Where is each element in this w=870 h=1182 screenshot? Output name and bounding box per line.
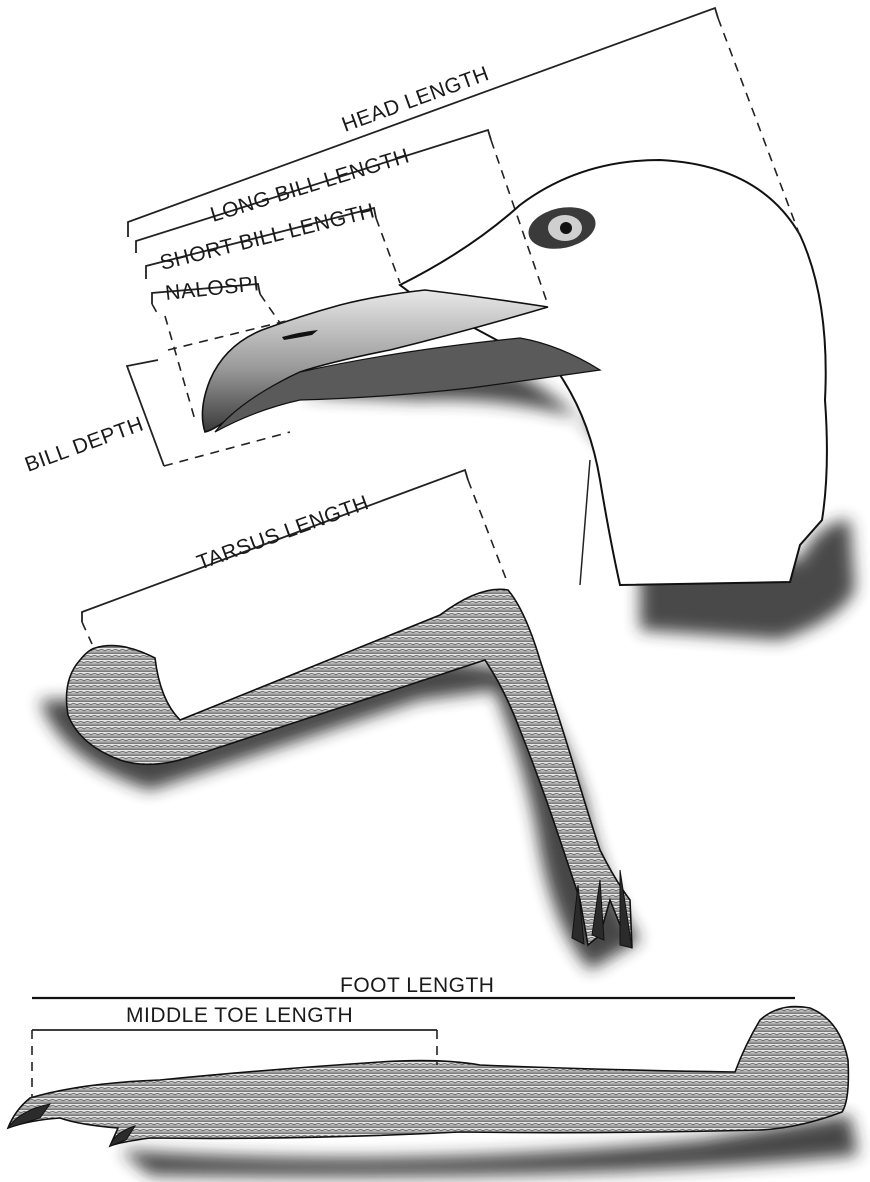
foot-side-view-illustration	[8, 1007, 858, 1177]
head-length-label: HEAD LENGTH	[339, 62, 492, 137]
middle-toe-length-label: MIDDLE TOE LENGTH	[126, 1004, 353, 1027]
tarsus-leg-illustration	[40, 589, 640, 970]
bill-depth-label: BILL DEPTH	[22, 413, 147, 477]
nalospi-label: NALOSPI	[164, 272, 260, 305]
foot-length-label: FOOT LENGTH	[340, 974, 494, 997]
foot	[8, 1007, 848, 1147]
tarsus-length-label: TARSUS LENGTH	[194, 491, 372, 575]
